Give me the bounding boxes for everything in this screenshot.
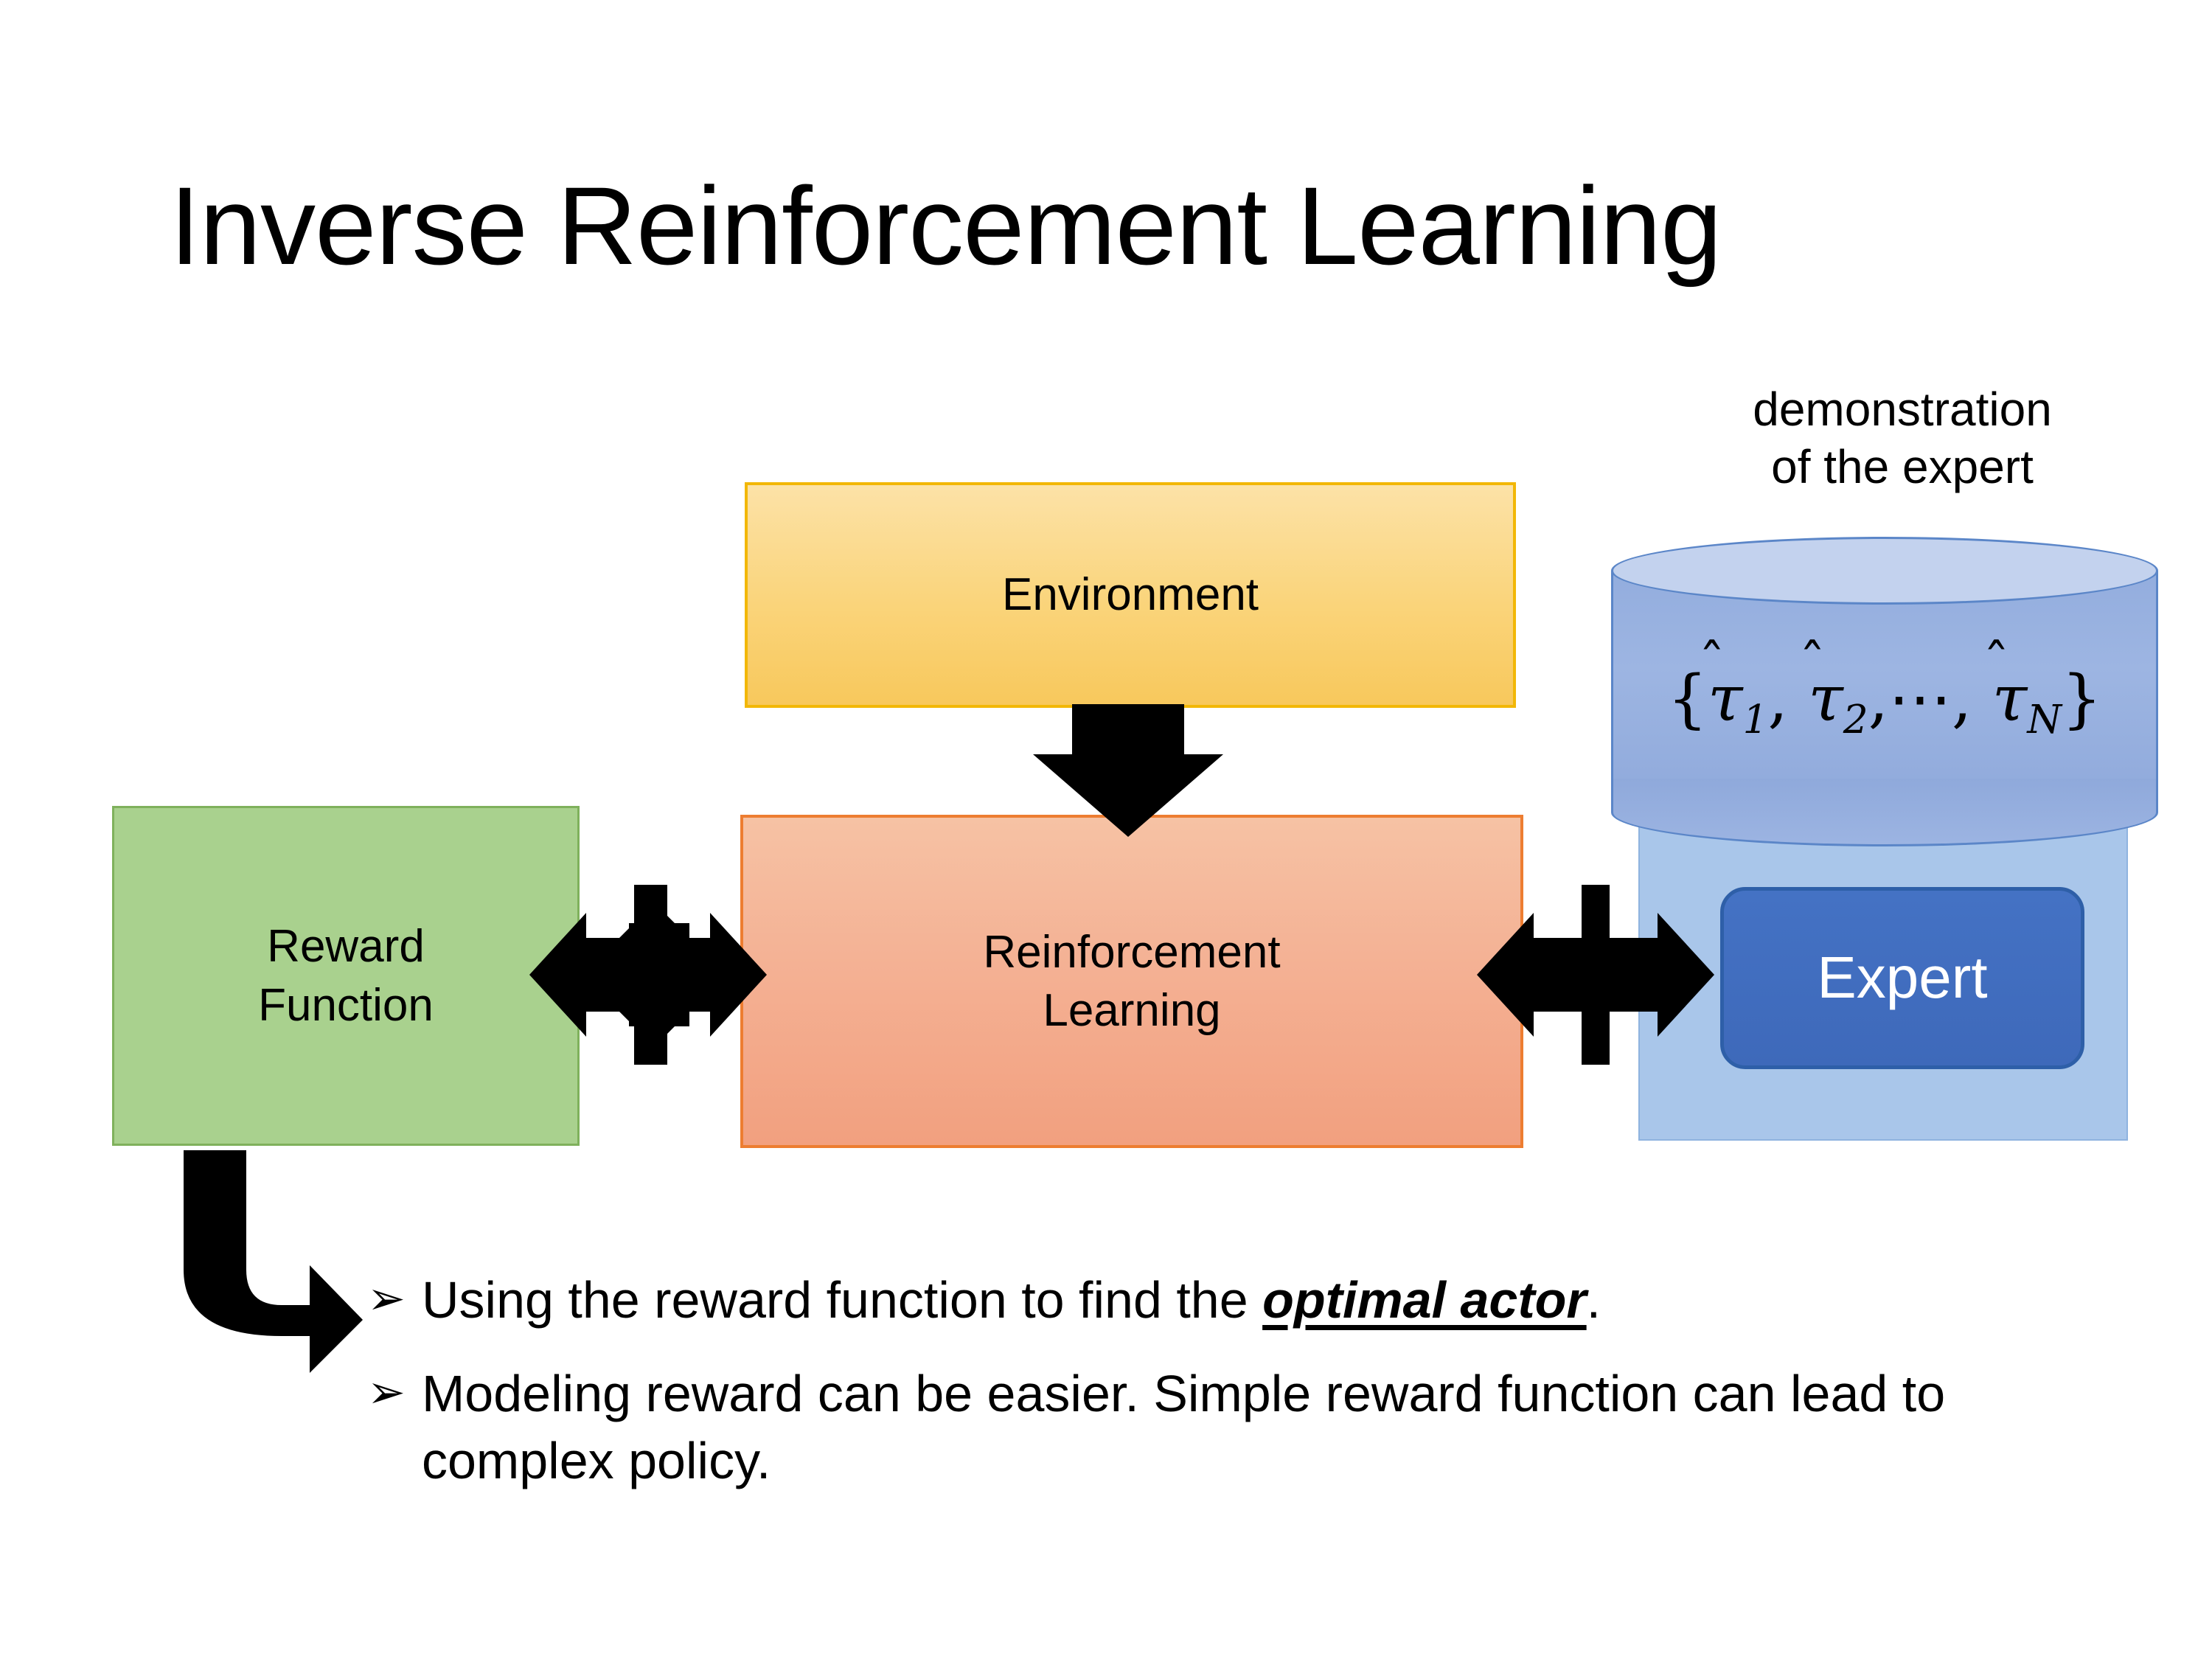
environment-box-label: Environment xyxy=(1001,569,1259,621)
environment-box: Environment xyxy=(745,482,1516,708)
bullet-marker-icon: ➢ xyxy=(367,1273,406,1324)
bullet-1-emphasis: optimal actor xyxy=(1262,1271,1587,1329)
formula-close-brace: } xyxy=(2061,662,2102,736)
list-item: ➢ Modeling reward can be easier. Simple … xyxy=(367,1360,2026,1495)
bullet-marker-icon: ➢ xyxy=(367,1367,406,1418)
cylinder-top-ellipse xyxy=(1611,537,2158,605)
cylinder-body xyxy=(1611,571,2158,813)
reward-function-box: Reward Function xyxy=(112,806,580,1146)
rl-label-line1: Reinforcement xyxy=(983,926,1281,978)
elbow-arrow-reward-to-bullets xyxy=(184,1150,363,1373)
tau-hat-1: ̂τ xyxy=(1708,662,1743,736)
formula-comma-1: , xyxy=(1767,662,1788,736)
tau-hat-2: ̂τ xyxy=(1808,662,1843,736)
tau-glyph-n: τ xyxy=(1992,662,2028,736)
formula-ellipsis: ⋯ xyxy=(1888,662,1952,736)
reward-function-box-label: Reward Function xyxy=(258,917,434,1034)
cylinder-bottom xyxy=(1611,779,2158,846)
demonstration-caption-line2: of the expert xyxy=(1771,440,2034,494)
reward-label-line2: Function xyxy=(258,979,434,1031)
bullet-1-text-after: . xyxy=(1586,1271,1601,1329)
expert-box-label: Expert xyxy=(1817,945,1988,1011)
tau-subscript-n: N xyxy=(2027,697,2062,743)
formula-comma-2: , xyxy=(1868,662,1889,736)
reinforcement-learning-box: Reinforcement Learning xyxy=(740,815,1523,1148)
tau-subscript-2: 2 xyxy=(1843,697,1868,743)
tau-glyph-2: τ xyxy=(1808,662,1843,736)
list-item: ➢ Using the reward function to find the … xyxy=(367,1267,2026,1334)
demonstration-caption-line1: demonstration xyxy=(1753,383,2052,436)
demonstration-cylinder-icon: {̂τ1, ̂τ2,⋯, ̂τN} xyxy=(1611,537,2158,846)
tau-hat-n: ̂τ xyxy=(1992,662,2028,736)
rl-label-line2: Learning xyxy=(1043,985,1221,1036)
trajectory-set-formula: {̂τ1, ̂τ2,⋯, ̂τN} xyxy=(1611,662,2158,742)
tau-glyph-1: τ xyxy=(1708,662,1743,736)
bullet-text-1: Using the reward function to find the op… xyxy=(422,1267,2026,1334)
tau-subscript-1: 1 xyxy=(1742,697,1768,743)
expert-box: Expert xyxy=(1720,887,2084,1069)
demonstration-caption: demonstration of the expert xyxy=(1622,380,2183,495)
reward-label-line1: Reward xyxy=(267,921,425,973)
bullet-1-text-before: Using the reward function to find the xyxy=(422,1271,1263,1329)
page-title: Inverse Reinforcement Learning xyxy=(170,164,1722,288)
bullet-list: ➢ Using the reward function to find the … xyxy=(367,1267,2026,1495)
formula-open-brace: { xyxy=(1667,662,1708,736)
bullet-text-2: Modeling reward can be easier. Simple re… xyxy=(422,1365,1946,1489)
reinforcement-learning-box-label: Reinforcement Learning xyxy=(983,923,1280,1040)
formula-comma-3: , xyxy=(1952,662,1972,736)
